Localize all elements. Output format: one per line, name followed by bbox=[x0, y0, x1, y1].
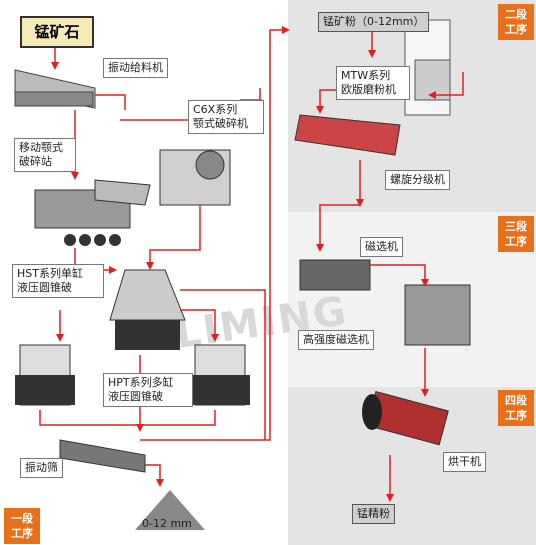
stage-tag-1: 一段工序 bbox=[4, 508, 40, 544]
hpt-label: HPT系列多缸 液压圆锥破 bbox=[103, 373, 193, 407]
hst-cone-illustration bbox=[109, 269, 186, 350]
feeder-illustration bbox=[14, 69, 96, 109]
screen-label: 振动筛 bbox=[20, 458, 63, 478]
high-magnetic-label: 高强度磁选机 bbox=[298, 330, 374, 350]
magnetic-illustration bbox=[299, 259, 371, 291]
crushed-product-label: 0-12 mm bbox=[142, 517, 192, 530]
jaw-label: C6X系列 颚式破碎机 bbox=[188, 100, 264, 134]
hpt-cone-right-illustration bbox=[190, 344, 250, 406]
mobile-station-illustration bbox=[34, 179, 151, 246]
classifier-label: 螺旋分级机 bbox=[385, 170, 450, 190]
dryer-illustration bbox=[362, 390, 449, 446]
mill-label: MTW系列 欧版磨粉机 bbox=[336, 66, 410, 100]
feeder-label: 振动给料机 bbox=[103, 58, 168, 78]
product-pile bbox=[135, 490, 205, 530]
jaw-crusher-illustration bbox=[159, 149, 231, 206]
classifier-illustration bbox=[294, 114, 401, 156]
hst-label: HST系列单缸 液压圆锥破 bbox=[12, 264, 104, 298]
concentrate-label: 锰精粉 bbox=[352, 504, 395, 524]
magnetic-label: 磁选机 bbox=[360, 237, 403, 257]
screen-illustration bbox=[59, 439, 146, 473]
powder-label: 锰矿粉（0-12mm） bbox=[318, 12, 430, 32]
dryer-label: 烘干机 bbox=[443, 452, 486, 472]
mill-illustration bbox=[404, 19, 451, 116]
high-magnetic-illustration bbox=[404, 284, 471, 346]
source-label: 锰矿石 bbox=[20, 16, 94, 48]
stage-tag-2: 二段工序 bbox=[498, 4, 534, 40]
stage-tag-4: 四段工序 bbox=[498, 390, 534, 426]
hpt-cone-left-illustration bbox=[15, 344, 75, 406]
mobile-label: 移动颚式 破碎站 bbox=[14, 138, 76, 172]
stage-tag-3: 三段工序 bbox=[498, 216, 534, 252]
